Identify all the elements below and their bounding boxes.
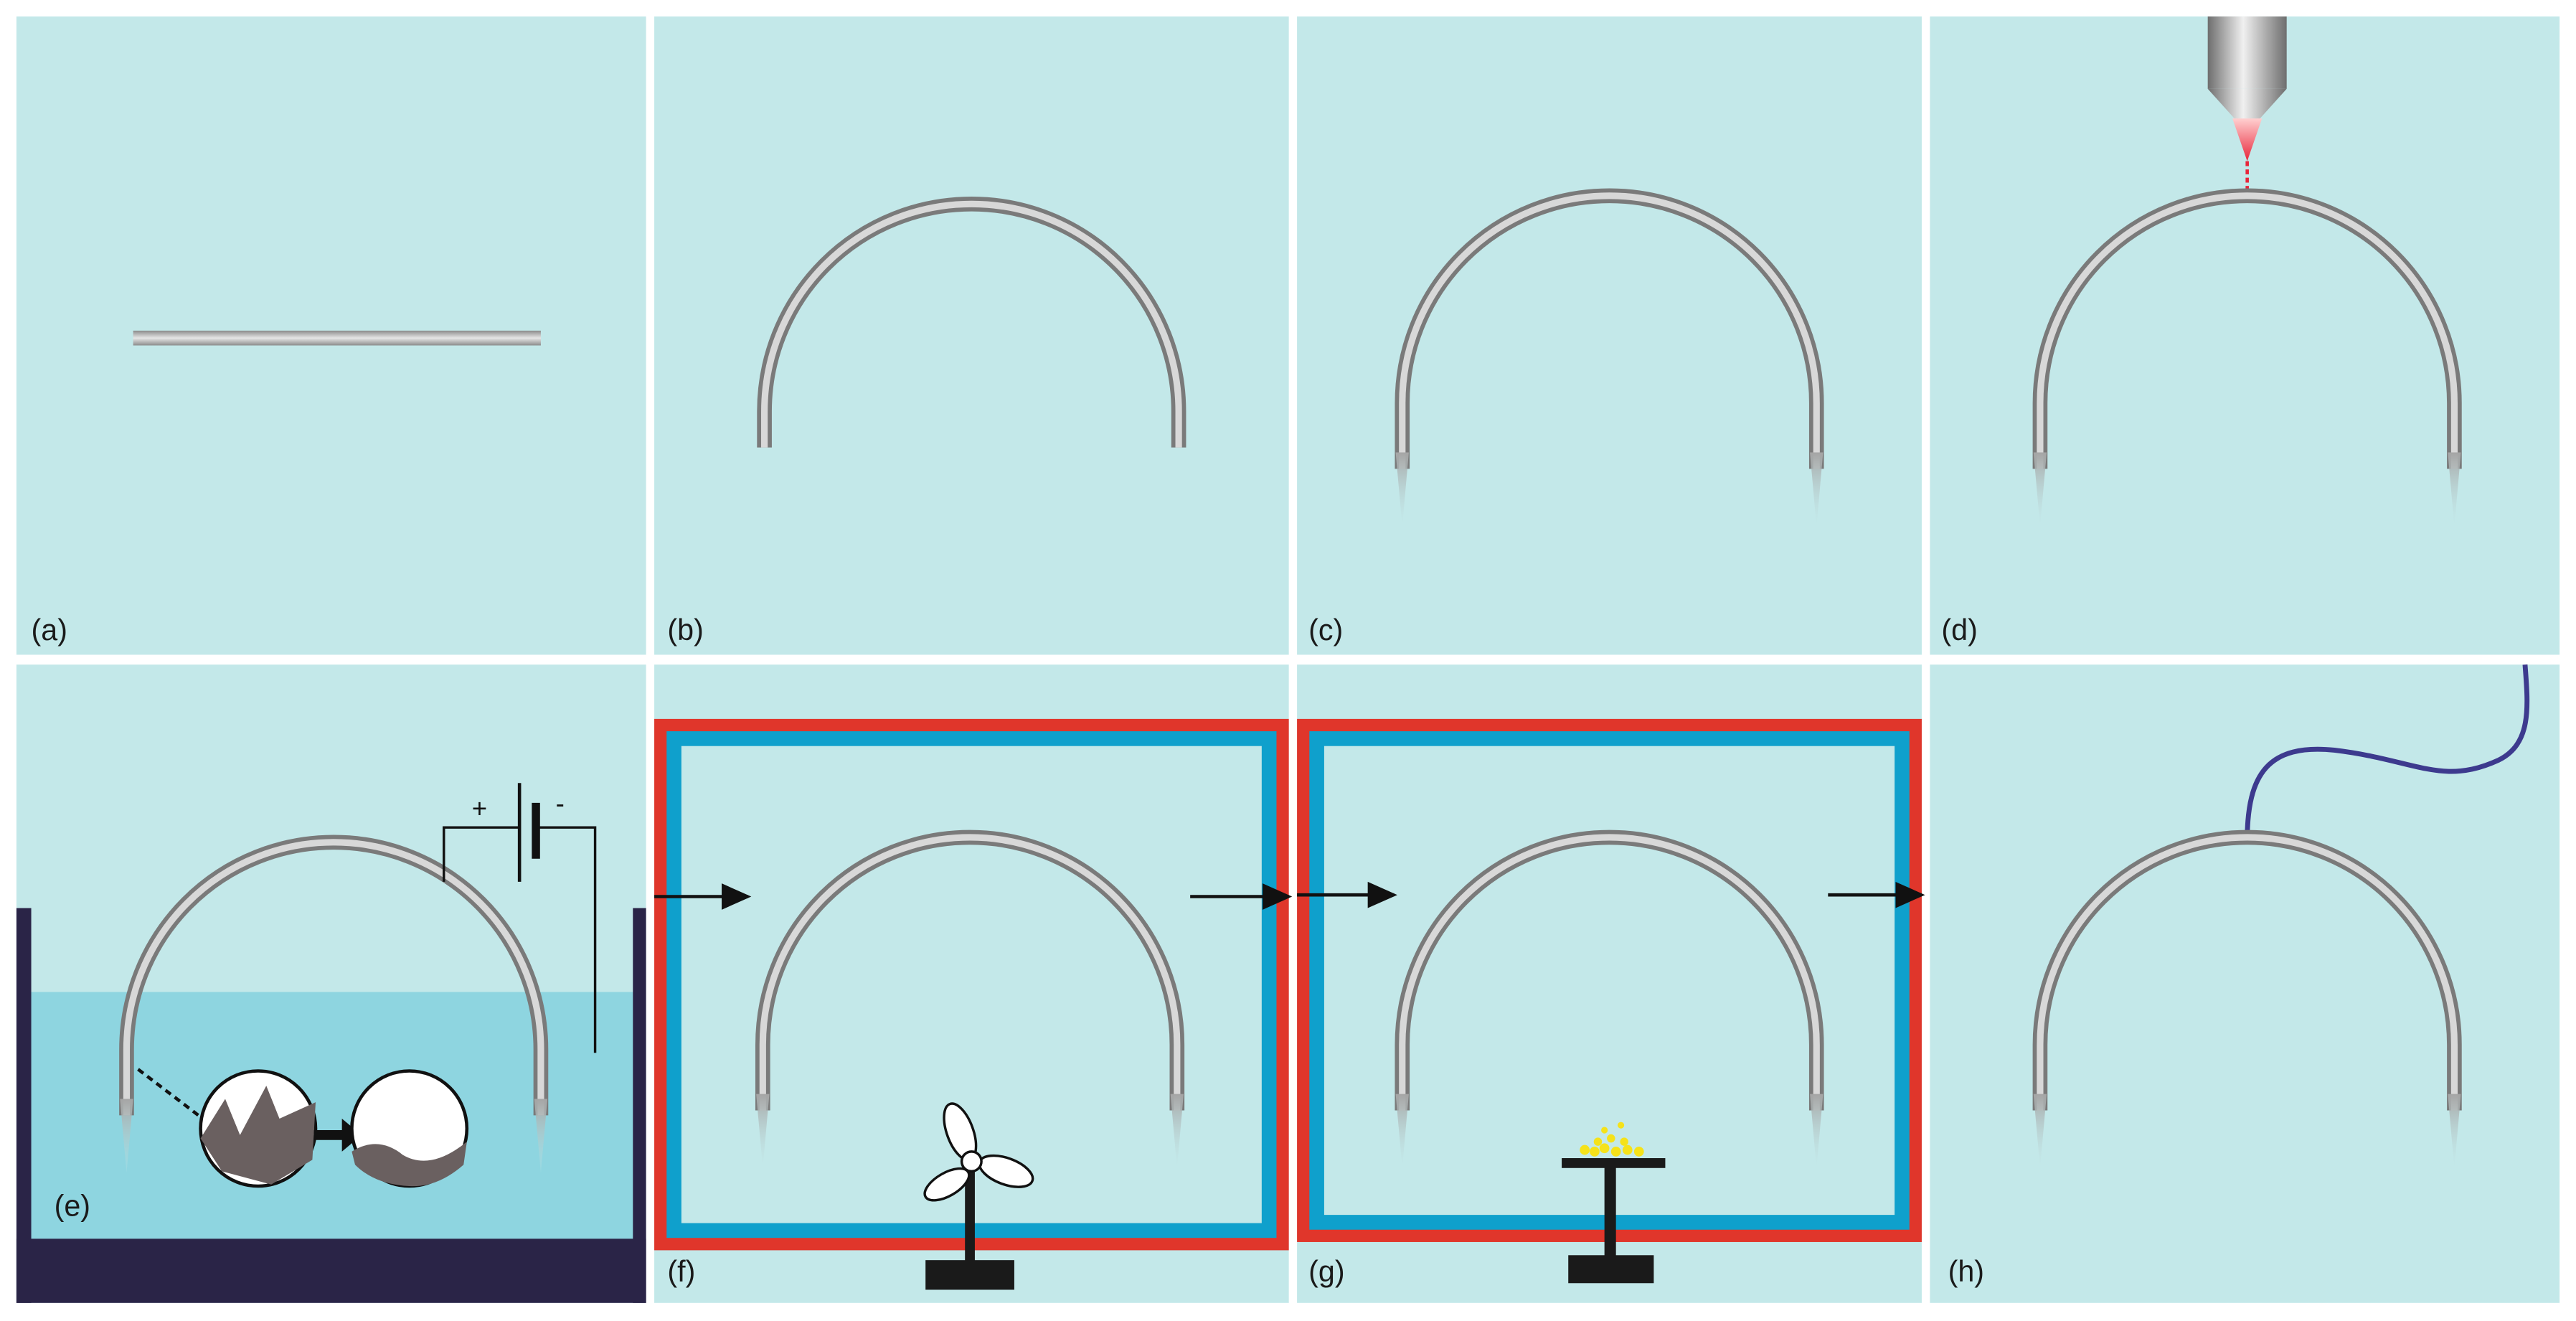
panel-label-a: (a) (32, 614, 67, 647)
panel-b-background (654, 16, 1289, 655)
battery-minus-sign: - (556, 789, 565, 819)
panel-label-d: (d) (1941, 614, 1977, 647)
fan-icon (923, 1102, 1034, 1290)
bent-wire-arc (757, 197, 1186, 448)
straight-wire (133, 330, 541, 346)
magnify-circle-icon (137, 1068, 469, 1188)
battery-plus-sign: + (472, 794, 487, 823)
panel-h-background (1930, 664, 2560, 1303)
suture-thread (2245, 664, 2530, 841)
laser-nozzle-icon (2207, 16, 2287, 199)
panel-label-f: (f) (667, 1255, 695, 1288)
panel-label-c: (c) (1308, 614, 1343, 647)
hot-plate-icon (1562, 1122, 1666, 1284)
panel-label-g: (g) (1308, 1255, 1344, 1288)
panel-label-b: (b) (667, 614, 703, 647)
panel-label-e: (e) (55, 1189, 90, 1222)
panel-c-background (1297, 16, 1922, 655)
panel-label-h: (h) (1948, 1255, 1984, 1288)
battery-icon (443, 783, 597, 1053)
